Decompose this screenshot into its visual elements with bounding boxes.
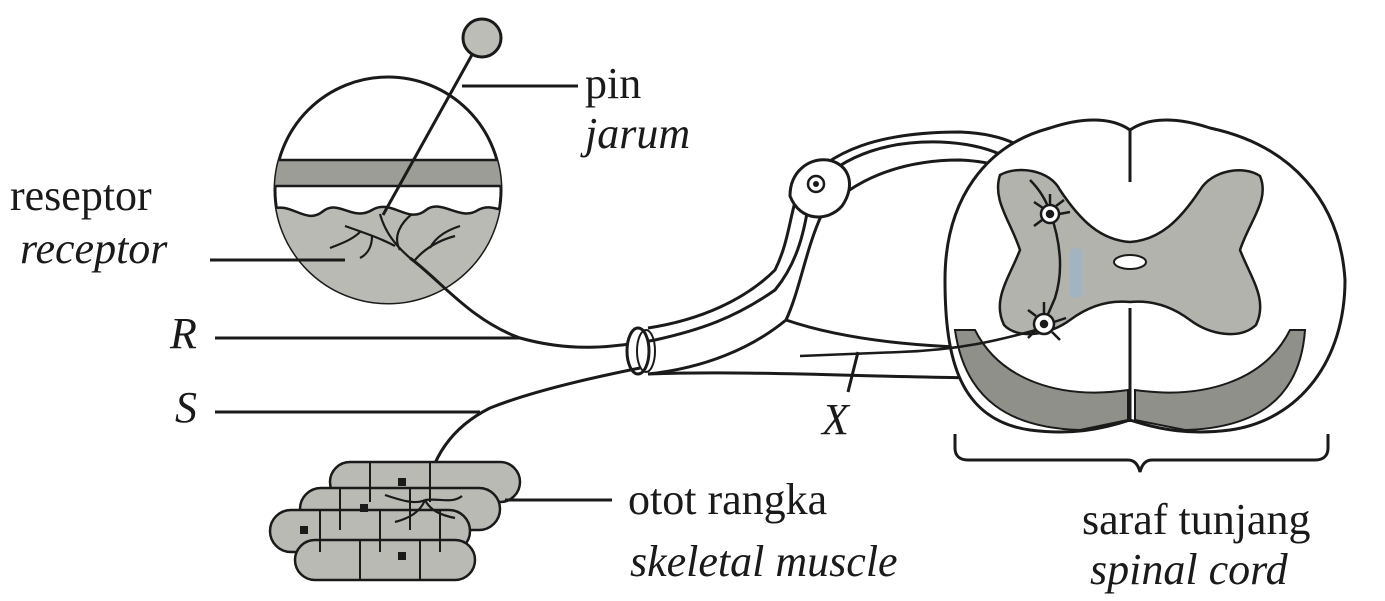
dorsal-root-ganglion	[790, 160, 850, 217]
pin-head	[463, 19, 501, 57]
sensory-neurone	[410, 142, 1030, 347]
label-muscle-translation: skeletal muscle	[630, 538, 898, 586]
label-receptor-translation: receptor	[20, 225, 167, 273]
leader-X	[848, 352, 858, 392]
spinal-cord-section	[945, 120, 1345, 432]
label-R: R	[170, 310, 197, 358]
faint-blue-region	[1070, 248, 1082, 298]
label-X: X	[822, 396, 849, 444]
central-canal	[1114, 255, 1146, 269]
label-S: S	[175, 384, 197, 432]
label-spinal-cord: saraf tunjang	[1082, 496, 1310, 544]
skin-layer-strip	[270, 160, 510, 186]
label-pin-translation: jarum	[585, 110, 690, 158]
label-receptor: reseptor	[10, 172, 152, 220]
spinal-cord-brace	[955, 434, 1328, 472]
label-pin: pin	[585, 60, 641, 108]
label-spinal-cord-translation: spinal cord	[1090, 546, 1288, 594]
skeletal-muscle-fibres	[270, 462, 520, 580]
label-muscle: otot rangka	[628, 476, 827, 524]
